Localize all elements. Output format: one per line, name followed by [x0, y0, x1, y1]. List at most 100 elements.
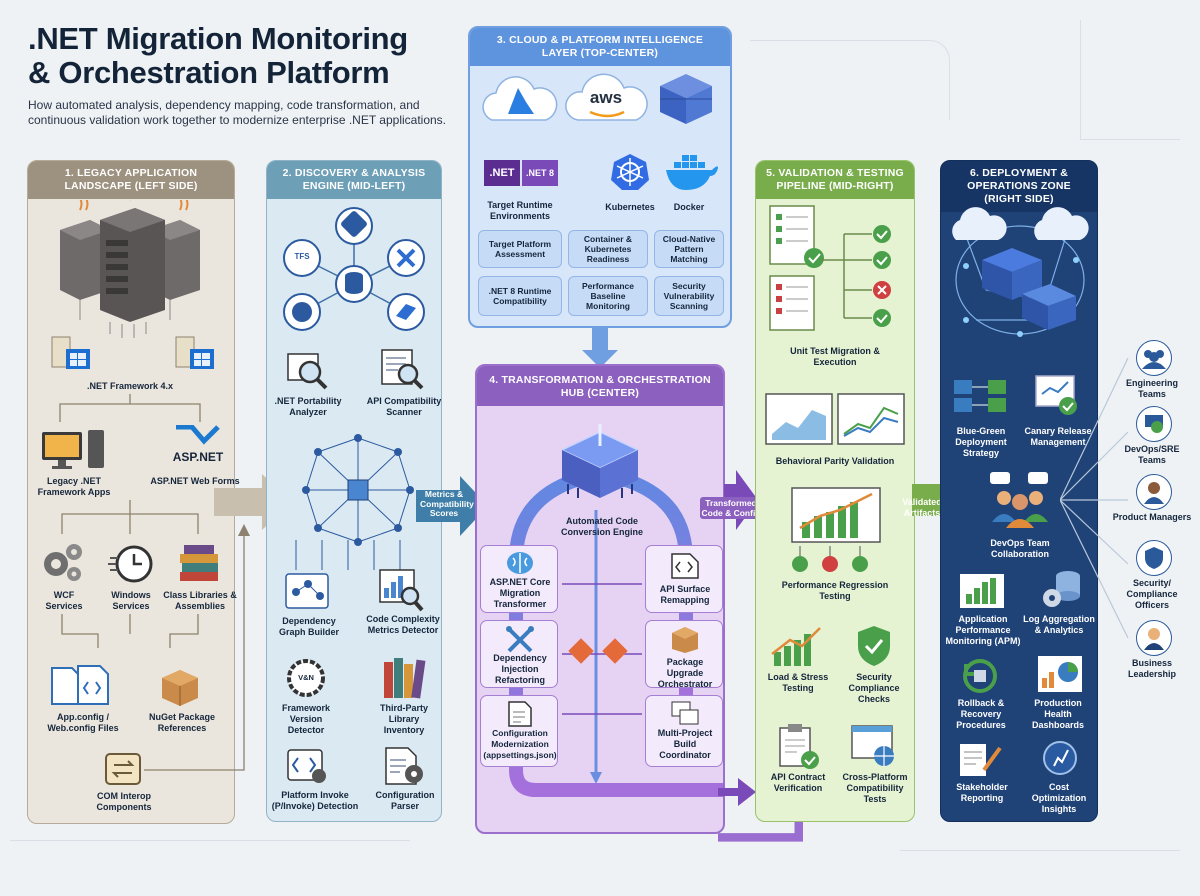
conversion-engine-label: Automated Code Conversion Engine [560, 516, 643, 537]
di-label: Dependency Injection Refactoring [493, 653, 547, 685]
dotnet-logo: .NET [484, 160, 520, 186]
windows-server-icon [51, 336, 90, 369]
clipboard-check-icon [779, 724, 819, 769]
canary-label: Canary Release Management [1024, 426, 1092, 447]
kubernetes-cluster-diagram [952, 207, 1089, 337]
services-connector-lines [61, 500, 199, 534]
shield-check-icon [858, 626, 890, 666]
webforms-label: ASP.NET Web Forms [150, 476, 240, 486]
aspnet-logo-text: ASP.NET [172, 450, 224, 464]
blue-green-icon [954, 380, 1006, 412]
health-dashboard-icon [1038, 656, 1082, 692]
kubernetes-icon [611, 154, 649, 190]
discovery-vertical-lines [295, 540, 401, 570]
config-parser-icon [385, 747, 423, 785]
com-interop-label: COM Interop Components [96, 791, 152, 812]
load-testing-label: Load & Stress Testing [767, 672, 829, 693]
unit-test-checklist-diagram [769, 205, 891, 331]
config-connector-lines [61, 614, 199, 648]
docker-whale-icon [666, 155, 718, 190]
metrics-flow-arrow [416, 476, 488, 536]
cross-platform-label: Cross-Platform Compatibility Tests [842, 772, 908, 804]
tfs-icon-label: TFS [294, 252, 310, 261]
com-to-discovery-line [144, 524, 250, 771]
roles-fan-lines [1060, 357, 1129, 639]
magnifier-board-icon [287, 353, 328, 390]
complexity-scan-icon [379, 569, 424, 612]
config-mod-label: Configuration Modernization (appsettings… [483, 728, 557, 760]
business-leadership-label: Business Leadership [1127, 658, 1176, 679]
business-leadership-icon [1136, 620, 1172, 656]
cross-platform-window-icon [851, 725, 894, 766]
pinvoke-label: Platform Invoke (P/Invoke) Detection [271, 790, 359, 811]
discovery-panel-title: 2. Discovery & Analysis Engine (Mid-Left… [267, 161, 441, 199]
gears-icon [44, 544, 82, 581]
version-badge-text: V&N [298, 673, 314, 682]
apm-dashboard-icon [960, 574, 1004, 608]
validation-panel-title: 5. Validation & Testing Pipeline (Mid-Ri… [756, 161, 914, 199]
engineering-teams-icon [1136, 340, 1172, 376]
title-line-2: & Orchestration Platform [28, 55, 390, 90]
page-subtitle: How automated analysis, dependency mappi… [28, 98, 447, 127]
cost-optimization-label: Cost Optimization Insights [1031, 782, 1087, 814]
config-modernization-module: Configuration Modernization (appsettings… [480, 695, 558, 767]
multi-project-label: Multi-Project Build Coordinator [657, 728, 713, 760]
complexity-label: Code Complexity Metrics Detector [366, 614, 440, 635]
perf-regression-icon [791, 487, 881, 572]
config-document-icon [508, 701, 532, 727]
version-gear-icon [287, 659, 325, 697]
aspnet-core-module: ASP.NET Core Migration Transformer [480, 545, 558, 613]
aws-logo-text: aws [589, 88, 623, 107]
perf-regression-label: Performance Regression Testing [781, 580, 889, 601]
api-surface-module: API Surface Remapping [645, 545, 723, 613]
rollback-icon [963, 659, 997, 693]
dotnet8-logo: .NET 8 [522, 160, 558, 186]
dependency-graph-network [302, 434, 414, 546]
iis-server-icon [175, 336, 214, 369]
kubernetes-readiness-box: Container & Kubernetes Readiness [568, 230, 648, 268]
brain-icon [507, 552, 533, 574]
cloud-native-box: Cloud-Native Pattern Matching [654, 230, 724, 268]
config-files-icon [51, 665, 109, 705]
stacked-windows-icon [671, 701, 699, 725]
aspnet-logo-icon: ASP.NET [170, 424, 230, 464]
graph-builder-icon [285, 573, 329, 609]
legacy-apps-label: Legacy .NET Framework Apps [37, 476, 111, 497]
product-managers-label: Product Managers [1112, 512, 1192, 522]
hub-panel-title: 4. Transformation & Orchestration Hub (C… [477, 366, 723, 406]
package-upgrade-module: Package Upgrade Orchestrator [645, 620, 723, 689]
portability-analyzer-label: .NET Portability Analyzer [274, 396, 342, 417]
framework-label: .NET Framework 4.x [86, 381, 174, 391]
apm-label: Application Performance Monitoring (APM) [945, 614, 1021, 646]
api-compat-label: API Compatibility Scanner [366, 396, 442, 417]
security-scan-box: Security Vulnerability Scanning [654, 276, 724, 316]
aws-cloud-icon [565, 73, 648, 121]
prod-health-label: Production Health Dashboards [1031, 698, 1084, 730]
aspnet-core-label: ASP.NET Core Migration Transformer [489, 577, 551, 609]
dep-graph-label: Dependency Graph Builder [278, 616, 339, 637]
di-module: Dependency Injection Refactoring [480, 620, 558, 688]
net8-compat-box: .NET 8 Runtime Compatibility [478, 276, 562, 316]
api-surface-label: API Surface Remapping [659, 584, 711, 605]
version-detector-label: Framework Version Detector [281, 703, 331, 735]
azure-cloud-icon [482, 76, 558, 121]
load-chart-icon [771, 627, 821, 666]
framework-connector-lines [59, 394, 201, 422]
rollback-label: Rollback & Recovery Procedures [956, 698, 1006, 730]
class-libraries-label: Class Libraries & Assemblies [163, 590, 237, 611]
api-scan-icon [381, 349, 424, 390]
third-party-label: Third-Party Library Inventory [379, 703, 428, 735]
package-upgrade-label: Package Upgrade Orchestrator [657, 657, 713, 689]
source-control-hub [283, 207, 425, 331]
multi-project-module: Multi-Project Build Coordinator [645, 695, 723, 767]
wrench-cross-icon [506, 626, 534, 653]
wcf-label: WCF Services [45, 590, 83, 611]
devops-sre-label: DevOps/SRE Teams [1124, 444, 1180, 465]
kubernetes-label: Kubernetes [605, 202, 655, 212]
page-title: .NET Migration Monitoring & Orchestratio… [28, 22, 408, 90]
legacy-panel-title: 1. Legacy Application Landscape (Left Si… [28, 161, 234, 199]
library-books-icon [384, 658, 426, 699]
server-rack-icon [60, 200, 200, 338]
canary-release-icon [1035, 375, 1077, 415]
container-stack-icon [660, 74, 712, 124]
